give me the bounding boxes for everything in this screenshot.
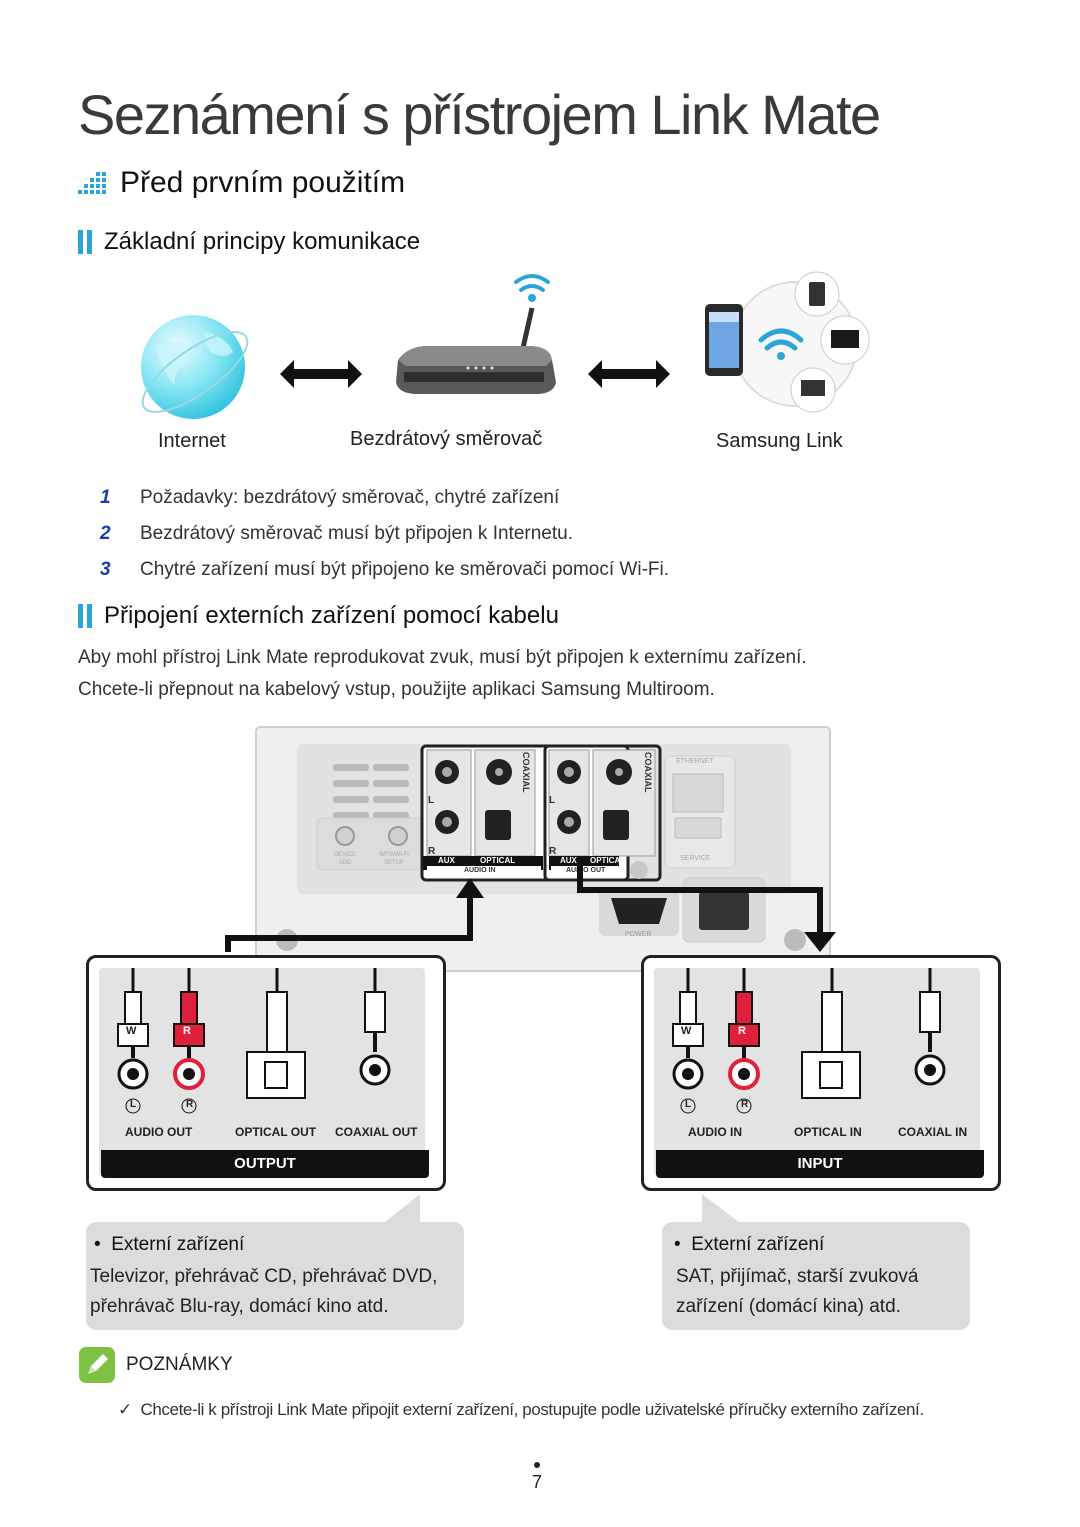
aux-label-out: AUX (560, 856, 577, 865)
r-marker: R (738, 1025, 746, 1037)
subheading-communication: Základní principy komunikace (78, 228, 420, 256)
section-heading: Před prvním použitím (78, 166, 405, 200)
section-title: Před prvním použitím (120, 166, 406, 199)
external-devices-output-bubble: • Externí zařízení Televizor, přehrávač … (86, 1222, 464, 1330)
input-connectors-graphic (672, 968, 946, 1114)
bubble-heading: • Externí zařízení (674, 1234, 825, 1255)
aa-section-icon (78, 172, 106, 194)
checkmark-icon: ✓ (118, 1400, 141, 1419)
double-arrow-icon-2 (588, 360, 670, 388)
output-panel: W R L R AUDIO OUT OPTICAL OUT COAXIAL OU… (86, 955, 446, 1191)
internet-label: Internet (158, 430, 226, 452)
bubble-pointer-right (702, 1194, 744, 1226)
page-number: 7 (532, 1462, 542, 1493)
notes-heading: POZNÁMKY (78, 1346, 233, 1384)
samsung-link-label: Samsung Link (716, 430, 843, 452)
subheading-text: Připojení externích zařízení pomocí kabe… (104, 602, 559, 629)
external-devices-input-bubble: • Externí zařízení SAT, přijímač, starší… (662, 1222, 970, 1330)
output-bar: OUTPUT (101, 1150, 429, 1178)
internet-globe-icon (141, 315, 249, 419)
audio-out-label: AUDIO OUT (566, 867, 606, 874)
w-marker: W (126, 1025, 137, 1037)
note-item: ✓ Chcete-li k přístroji Link Mate připoj… (118, 1400, 924, 1419)
double-arrow-icon-1 (280, 360, 362, 388)
input-bar: INPUT (656, 1150, 984, 1178)
audio-out-label: AUDIO OUT (125, 1125, 193, 1139)
cable-paragraph: Aby mohl přístroj Link Mate reprodukovat… (78, 647, 807, 700)
router-label: Bezdrátový směrovač (350, 428, 543, 450)
bubble-heading: • Externí zařízení (94, 1234, 245, 1255)
ethernet-label: ETHERNET (676, 758, 714, 765)
audio-in-label: AUDIO IN (464, 867, 496, 874)
output-connectors-graphic (117, 968, 391, 1114)
bubble-pointer-left (380, 1194, 420, 1226)
l-label-in: L (428, 795, 435, 806)
subheading-bar-icon (78, 230, 92, 254)
optical-label-out: OPTICAL (590, 856, 626, 865)
bubble-text: Televizor, přehrávač CD, přehrávač DVD, … (90, 1266, 438, 1317)
coaxial-out-label: COAXIAL OUT (335, 1125, 418, 1139)
bubble-text: SAT, přijímač, starší zvuková zařízení (… (676, 1266, 919, 1317)
page-dot (534, 1462, 540, 1468)
subheading-text: Základní principy komunikace (104, 228, 421, 255)
optical-label-in: OPTICAL (480, 856, 516, 865)
r-label-in: R (428, 846, 436, 857)
optical-out-label: OPTICAL OUT (235, 1125, 317, 1139)
notes-pen-icon (79, 1347, 115, 1383)
r-mark: R (741, 1099, 749, 1110)
subheading-cable-connection: Připojení externích zařízení pomocí kabe… (78, 602, 559, 630)
subheading-bar-icon (78, 604, 92, 628)
coaxial-label-out: COAXIAL (643, 752, 653, 793)
coaxial-in-label: COAXIAL IN (898, 1125, 968, 1139)
w-marker: W (681, 1025, 692, 1037)
audio-in-label: AUDIO IN (688, 1125, 742, 1139)
l-mark: L (685, 1099, 692, 1110)
r-marker: R (183, 1025, 191, 1037)
aux-label-in: AUX (438, 856, 455, 865)
r-label-out: R (549, 846, 557, 857)
device-add-label: DEVICE ADD (333, 852, 357, 866)
power-label: POWER (625, 931, 652, 938)
samsung-link-icon (705, 271, 870, 413)
page-title: Seznámení s přístrojem Link Mate (78, 83, 881, 146)
device-back-panel (255, 726, 831, 972)
optical-in-label: OPTICAL IN (794, 1125, 862, 1139)
coaxial-label-in: COAXIAL (521, 752, 531, 793)
wps-setup-label: WPS/Wi-Fi SETUP (379, 852, 409, 866)
service-label: SERVICE (680, 855, 711, 862)
wireless-router-icon (396, 274, 556, 394)
r-mark: R (186, 1099, 194, 1110)
input-panel: W R L R AUDIO IN OPTICAL IN COAXIAL IN I… (641, 955, 1001, 1191)
connection-arrows (225, 860, 836, 952)
l-mark: L (130, 1099, 137, 1110)
l-label-out: L (549, 795, 556, 806)
